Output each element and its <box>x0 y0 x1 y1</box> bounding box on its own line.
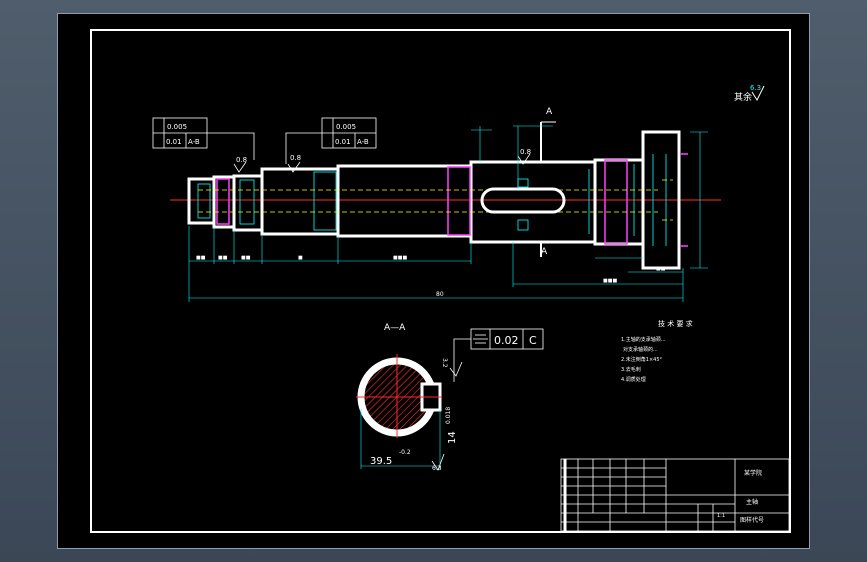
cad-viewport[interactable]: 其余 6.3 <box>57 13 810 549</box>
title-block-text: 某学院 主轴 图样代号 1:1 <box>717 469 764 524</box>
ref-2: A-B <box>357 138 369 146</box>
roughness-value: 6.3 <box>750 84 761 92</box>
svg-text:0.8: 0.8 <box>236 156 247 164</box>
title-block-school: 某学院 <box>744 469 762 477</box>
drawing-canvas: 其余 6.3 <box>90 29 791 533</box>
ref-1: A-B <box>188 138 200 146</box>
svg-text:■■: ■■ <box>656 266 666 272</box>
svg-text:0.8: 0.8 <box>290 154 301 162</box>
section-roughness-mark <box>431 361 463 471</box>
section-tolerance-ref: C <box>529 334 537 347</box>
svg-text:■: ■ <box>298 255 303 261</box>
dimension-ticks: ■■ ■■ ■■ ■ ■■■ ■■■ ■■ <box>196 255 666 284</box>
section-tolerance-value: 0.02 <box>494 334 519 347</box>
technical-requirements: 技 术 要 求 1.主轴的支承轴颈... 对支承轴颈的... 2.未注倒角1×4… <box>621 319 693 383</box>
svg-text:■■■: ■■■ <box>393 255 407 261</box>
svg-text:A: A <box>541 247 548 257</box>
runout-2: 0.01 <box>335 138 351 146</box>
section-roughness-small: 3.2 <box>441 358 448 368</box>
symmetry-icon <box>473 334 488 344</box>
section-roughness-value: 6.3 <box>432 465 442 472</box>
tolerance-frame-2 <box>285 117 377 164</box>
title-block-scale: 1:1 <box>717 513 725 519</box>
tech-req-item-2: 对支承轴颈的... <box>623 346 658 353</box>
svg-text:A: A <box>546 107 553 117</box>
tolerance-frame-1 <box>152 117 255 160</box>
section-cut-marker: A A <box>540 107 556 257</box>
svg-text:■■: ■■ <box>218 255 228 261</box>
dim-total: 80 <box>436 291 444 298</box>
runout-1: 0.01 <box>166 138 182 146</box>
title-block-drawing-no: 图样代号 <box>740 516 764 524</box>
section-dim-depth: 14 <box>447 431 458 444</box>
title-block-part-name: 主轴 <box>746 498 758 506</box>
drawing-frame <box>90 29 791 533</box>
dimension-lines <box>188 125 708 302</box>
shaft-inner <box>197 154 667 246</box>
svg-text:■■: ■■ <box>241 255 251 261</box>
section-dim-depth-tol: 0.018 <box>445 407 452 424</box>
tech-req-item-3: 2.未注倒角1×45° <box>621 356 663 363</box>
keyway-slot <box>480 187 566 214</box>
section-tolerance-frame <box>453 328 544 382</box>
title-block <box>560 458 790 532</box>
tech-req-item-1: 1.主轴的支承轴颈... <box>621 336 666 343</box>
keyway-detail <box>517 178 529 231</box>
bore-hidden-lines <box>198 179 673 221</box>
tech-req-item-5: 4.调质处理 <box>621 376 646 383</box>
flatness-2: 0.005 <box>336 123 356 131</box>
surface-finish-marks: 0.8 0.8 0.8 <box>236 148 531 164</box>
roughness-label: 其余 <box>734 91 752 103</box>
tech-req-item-4: 3.去毛刺 <box>621 366 641 373</box>
tech-req-title: 技 术 要 求 <box>658 319 693 328</box>
svg-text:0.8: 0.8 <box>520 148 531 156</box>
svg-text:■■: ■■ <box>196 255 206 261</box>
section-dimension-lines <box>360 409 441 469</box>
section-dim-width-tol: -0.2 <box>399 449 411 456</box>
general-roughness: 其余 6.3 <box>734 84 765 103</box>
flatness-1: 0.005 <box>167 123 187 131</box>
shaft-highlights <box>216 153 688 247</box>
section-view <box>356 354 442 438</box>
svg-text:■■■: ■■■ <box>603 278 617 284</box>
section-title: A—A <box>384 323 406 333</box>
section-dim-width: 39.5 <box>370 456 392 467</box>
